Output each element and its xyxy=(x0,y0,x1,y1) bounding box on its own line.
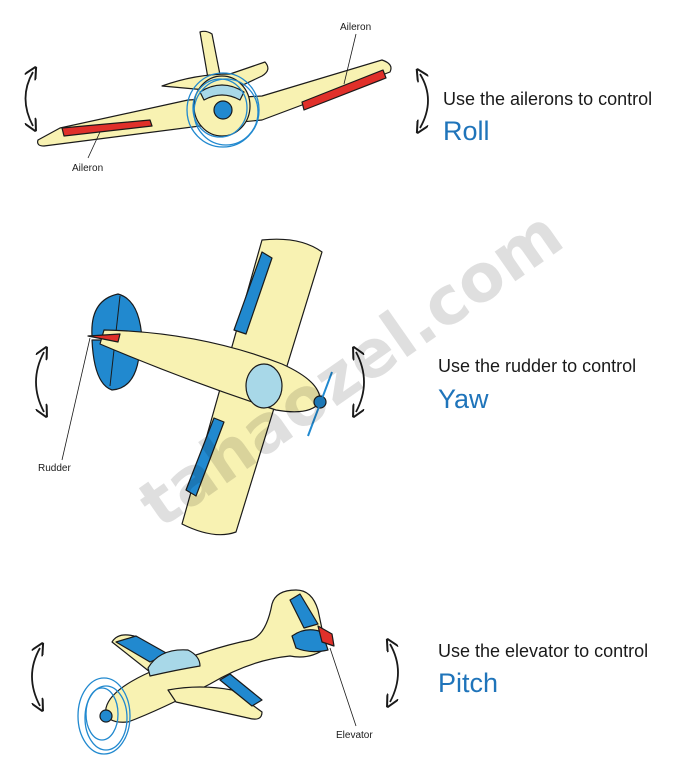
pitch-leader xyxy=(329,647,357,727)
pitch-arrow-left xyxy=(31,648,40,706)
pitch-section: Elevator Use the elevator to control Pit… xyxy=(31,589,648,755)
roll-label-top: Aileron xyxy=(340,22,371,33)
roll-caption: Use the ailerons to control xyxy=(443,89,652,109)
pitch-tail-plane xyxy=(291,629,329,653)
pitch-fuselage xyxy=(105,589,327,723)
pitch-caption: Use the elevator to control xyxy=(438,641,648,661)
roll-arrow-left xyxy=(26,72,34,126)
yaw-leader xyxy=(61,337,91,461)
roll-leader-bottom xyxy=(87,131,101,159)
yaw-stabilizer-top xyxy=(91,293,143,341)
yaw-section: Rudder Use the rudder to control Yaw xyxy=(35,238,636,536)
roll-arrow-right xyxy=(420,74,429,128)
roll-section: Aileron Aileron Use the ailerons to cont… xyxy=(26,22,652,174)
roll-term: Roll xyxy=(443,116,490,146)
roll-aileron-left xyxy=(61,119,153,137)
yaw-propeller xyxy=(307,371,333,437)
roll-propeller xyxy=(186,72,260,148)
yaw-caption: Use the rudder to control xyxy=(438,356,636,376)
roll-leader-top xyxy=(343,33,357,85)
pitch-term: Pitch xyxy=(438,668,498,698)
pitch-spinner xyxy=(99,709,113,723)
yaw-aileron-bottom xyxy=(185,417,225,497)
pitch-elevator xyxy=(317,625,335,647)
pitch-near-aileron xyxy=(219,673,263,707)
roll-canopy xyxy=(199,84,245,101)
pitch-arrow-right xyxy=(390,644,399,702)
yaw-label: Rudder xyxy=(38,463,71,474)
pitch-tail-fin xyxy=(289,593,319,629)
roll-aileron-right xyxy=(301,69,387,111)
yaw-term: Yaw xyxy=(438,384,489,414)
pitch-propeller xyxy=(77,677,131,755)
yaw-rudder xyxy=(87,333,121,343)
yaw-aileron-top xyxy=(233,251,273,335)
pitch-label: Elevator xyxy=(336,730,373,741)
pitch-airplane xyxy=(99,589,335,723)
yaw-arrow-right xyxy=(356,352,365,412)
yaw-canopy xyxy=(245,363,283,409)
yaw-arrow-left xyxy=(35,352,44,412)
roll-spinner xyxy=(213,100,233,120)
roll-label-bottom: Aileron xyxy=(72,163,103,174)
pitch-canopy xyxy=(147,649,201,677)
roll-airplane xyxy=(37,30,392,147)
yaw-airplane xyxy=(87,238,327,536)
